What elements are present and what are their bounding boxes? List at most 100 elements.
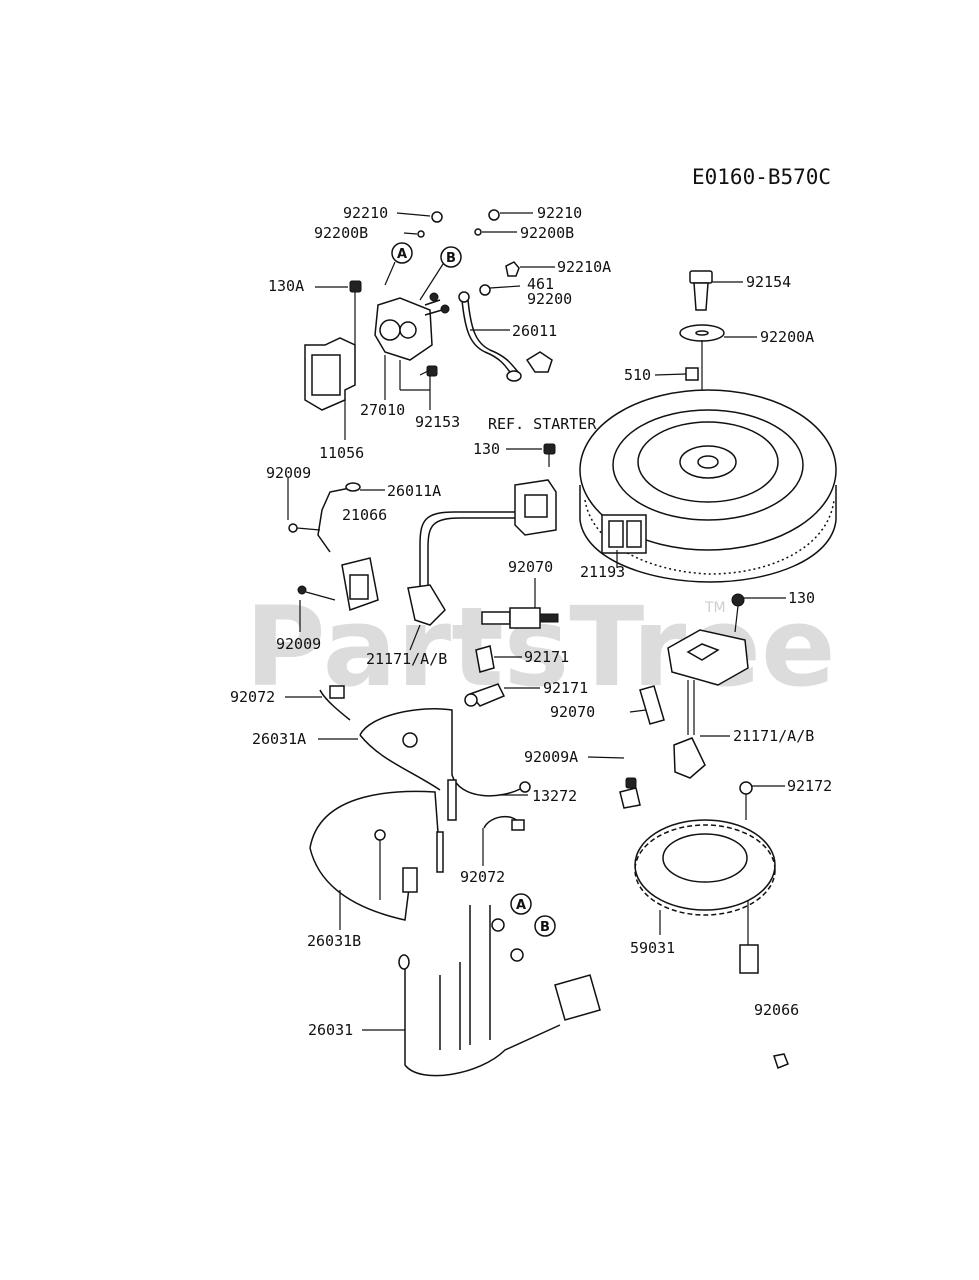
- cable-terminal-nuts: [525, 351, 553, 373]
- nut-92210-right: [488, 209, 500, 221]
- label-26011: 26011: [512, 322, 557, 340]
- label-92172: 92172: [787, 777, 832, 795]
- callout-a-top-label: A: [397, 247, 407, 262]
- cable-26011: [461, 299, 513, 376]
- label-26031: 26031: [308, 1021, 353, 1039]
- harness-connector: [554, 974, 601, 1021]
- label-26031a: 26031A: [252, 730, 306, 748]
- label-26011a: 26011A: [387, 482, 441, 500]
- label-11056: 11056: [319, 444, 364, 462]
- label-ref-starter: REF. STARTER: [488, 415, 597, 433]
- bolt-92154-head: [689, 270, 713, 284]
- callout-b-top: [440, 246, 462, 268]
- starter-solenoid-group: [304, 209, 553, 411]
- bracket-11056: [304, 337, 356, 411]
- label-92200b-left: 92200B: [314, 224, 368, 242]
- regulator-21066: [341, 557, 379, 612]
- callout-a-bottom: [510, 893, 532, 915]
- label-92200: 92200: [527, 290, 572, 308]
- bolt-92172: [739, 781, 753, 795]
- washer-92200b-left: [417, 230, 425, 238]
- plug-cap-21171-right: [673, 737, 706, 779]
- callout-b-top-label: B: [446, 251, 456, 266]
- terminal-92171-a: [475, 645, 495, 673]
- stator-group: [619, 593, 789, 1069]
- label-510: 510: [624, 366, 651, 384]
- washer-92200b-right: [474, 228, 482, 236]
- label-13272: 13272: [532, 787, 577, 805]
- ignition-coil-block: [514, 479, 557, 536]
- label-92200a: 92200A: [760, 328, 814, 346]
- label-92070-right: 92070: [550, 703, 595, 721]
- wire-92072-top: [319, 689, 351, 721]
- wire-26011a: [317, 487, 351, 553]
- label-92009-top: 92009: [266, 464, 311, 482]
- label-21066: 21066: [342, 506, 387, 524]
- harness-26031: [404, 955, 561, 1077]
- watermark-trademark: TM: [704, 600, 726, 616]
- label-92210a: 92210A: [557, 258, 611, 276]
- bolt-130a-head: [349, 280, 362, 293]
- nut-92210-left: [431, 211, 443, 223]
- label-92066: 92066: [754, 1001, 799, 1019]
- harness-26031a: [359, 707, 523, 797]
- label-92210-left: 92210: [343, 204, 388, 222]
- diagram-code: E0160-B570C: [692, 165, 831, 189]
- clip-92009a: [619, 787, 641, 809]
- label-92009a: 92009A: [524, 748, 578, 766]
- label-26031b: 26031B: [307, 932, 361, 950]
- callouts-bottom: A B: [510, 893, 556, 937]
- label-461: 461: [527, 275, 554, 293]
- label-92072-top: 92072: [230, 688, 275, 706]
- label-27010: 27010: [360, 401, 405, 419]
- label-59031: 59031: [630, 939, 675, 957]
- label-92072-bottom: 92072: [460, 868, 505, 886]
- label-130a: 130A: [268, 277, 304, 295]
- callout-a-bottom-label: A: [516, 898, 526, 913]
- label-130-top: 130: [473, 440, 500, 458]
- callouts-top: A B: [384, 242, 462, 301]
- leader-lines: [285, 212, 786, 1031]
- label-92070-top: 92070: [508, 558, 553, 576]
- label-92200b-right: 92200B: [520, 224, 574, 242]
- ignition-coil-group: [407, 479, 559, 707]
- bolt-130-right: [731, 593, 745, 607]
- ignition-lead-wire: [419, 511, 515, 590]
- bracket-cutout: [311, 354, 341, 396]
- nut-92066: [773, 1053, 789, 1069]
- screw-92009-bottom: [297, 585, 307, 595]
- label-92171-b: 92171: [543, 679, 588, 697]
- bolt-92009a: [625, 777, 637, 789]
- callout-b-bottom-label: B: [540, 920, 550, 935]
- stator-connector-92066: [739, 944, 759, 974]
- bolt-92154-shank: [693, 282, 709, 311]
- callout-b-bottom: [534, 915, 556, 937]
- label-92210-right: 92210: [537, 204, 582, 222]
- part-labels: 92210 92200B 92210 92200B 92210A 461 922…: [230, 204, 832, 1039]
- label-92154: 92154: [746, 273, 791, 291]
- label-21171-left: 21171/A/B: [366, 650, 447, 668]
- label-21193: 21193: [580, 563, 625, 581]
- callout-a-top: [391, 242, 413, 264]
- label-92171-a: 92171: [524, 648, 569, 666]
- spark-plug-92070-right: [639, 685, 665, 725]
- key-510: [685, 367, 699, 381]
- flywheel-ring-gear: [584, 499, 835, 575]
- nut-92210a: [505, 261, 520, 277]
- plug-cap-21171-left: [407, 584, 446, 626]
- label-130-right: 130: [788, 589, 815, 607]
- flywheel-group: [543, 270, 837, 583]
- spark-plug-92070-left: [481, 611, 511, 625]
- label-92009-bottom: 92009: [276, 635, 321, 653]
- wiring-harness-group: [309, 685, 601, 1077]
- screw-92009-top: [288, 523, 298, 533]
- flywheel-21193: [579, 389, 837, 551]
- ignition-coil-bracket: [667, 629, 749, 686]
- washer-92200: [479, 284, 491, 296]
- label-21171-right: 21171/A/B: [733, 727, 814, 745]
- harness-26031b: [309, 790, 441, 861]
- ignition-module-group: [288, 482, 379, 612]
- bolt-130-ref-starter: [543, 443, 556, 455]
- label-92153: 92153: [415, 413, 460, 431]
